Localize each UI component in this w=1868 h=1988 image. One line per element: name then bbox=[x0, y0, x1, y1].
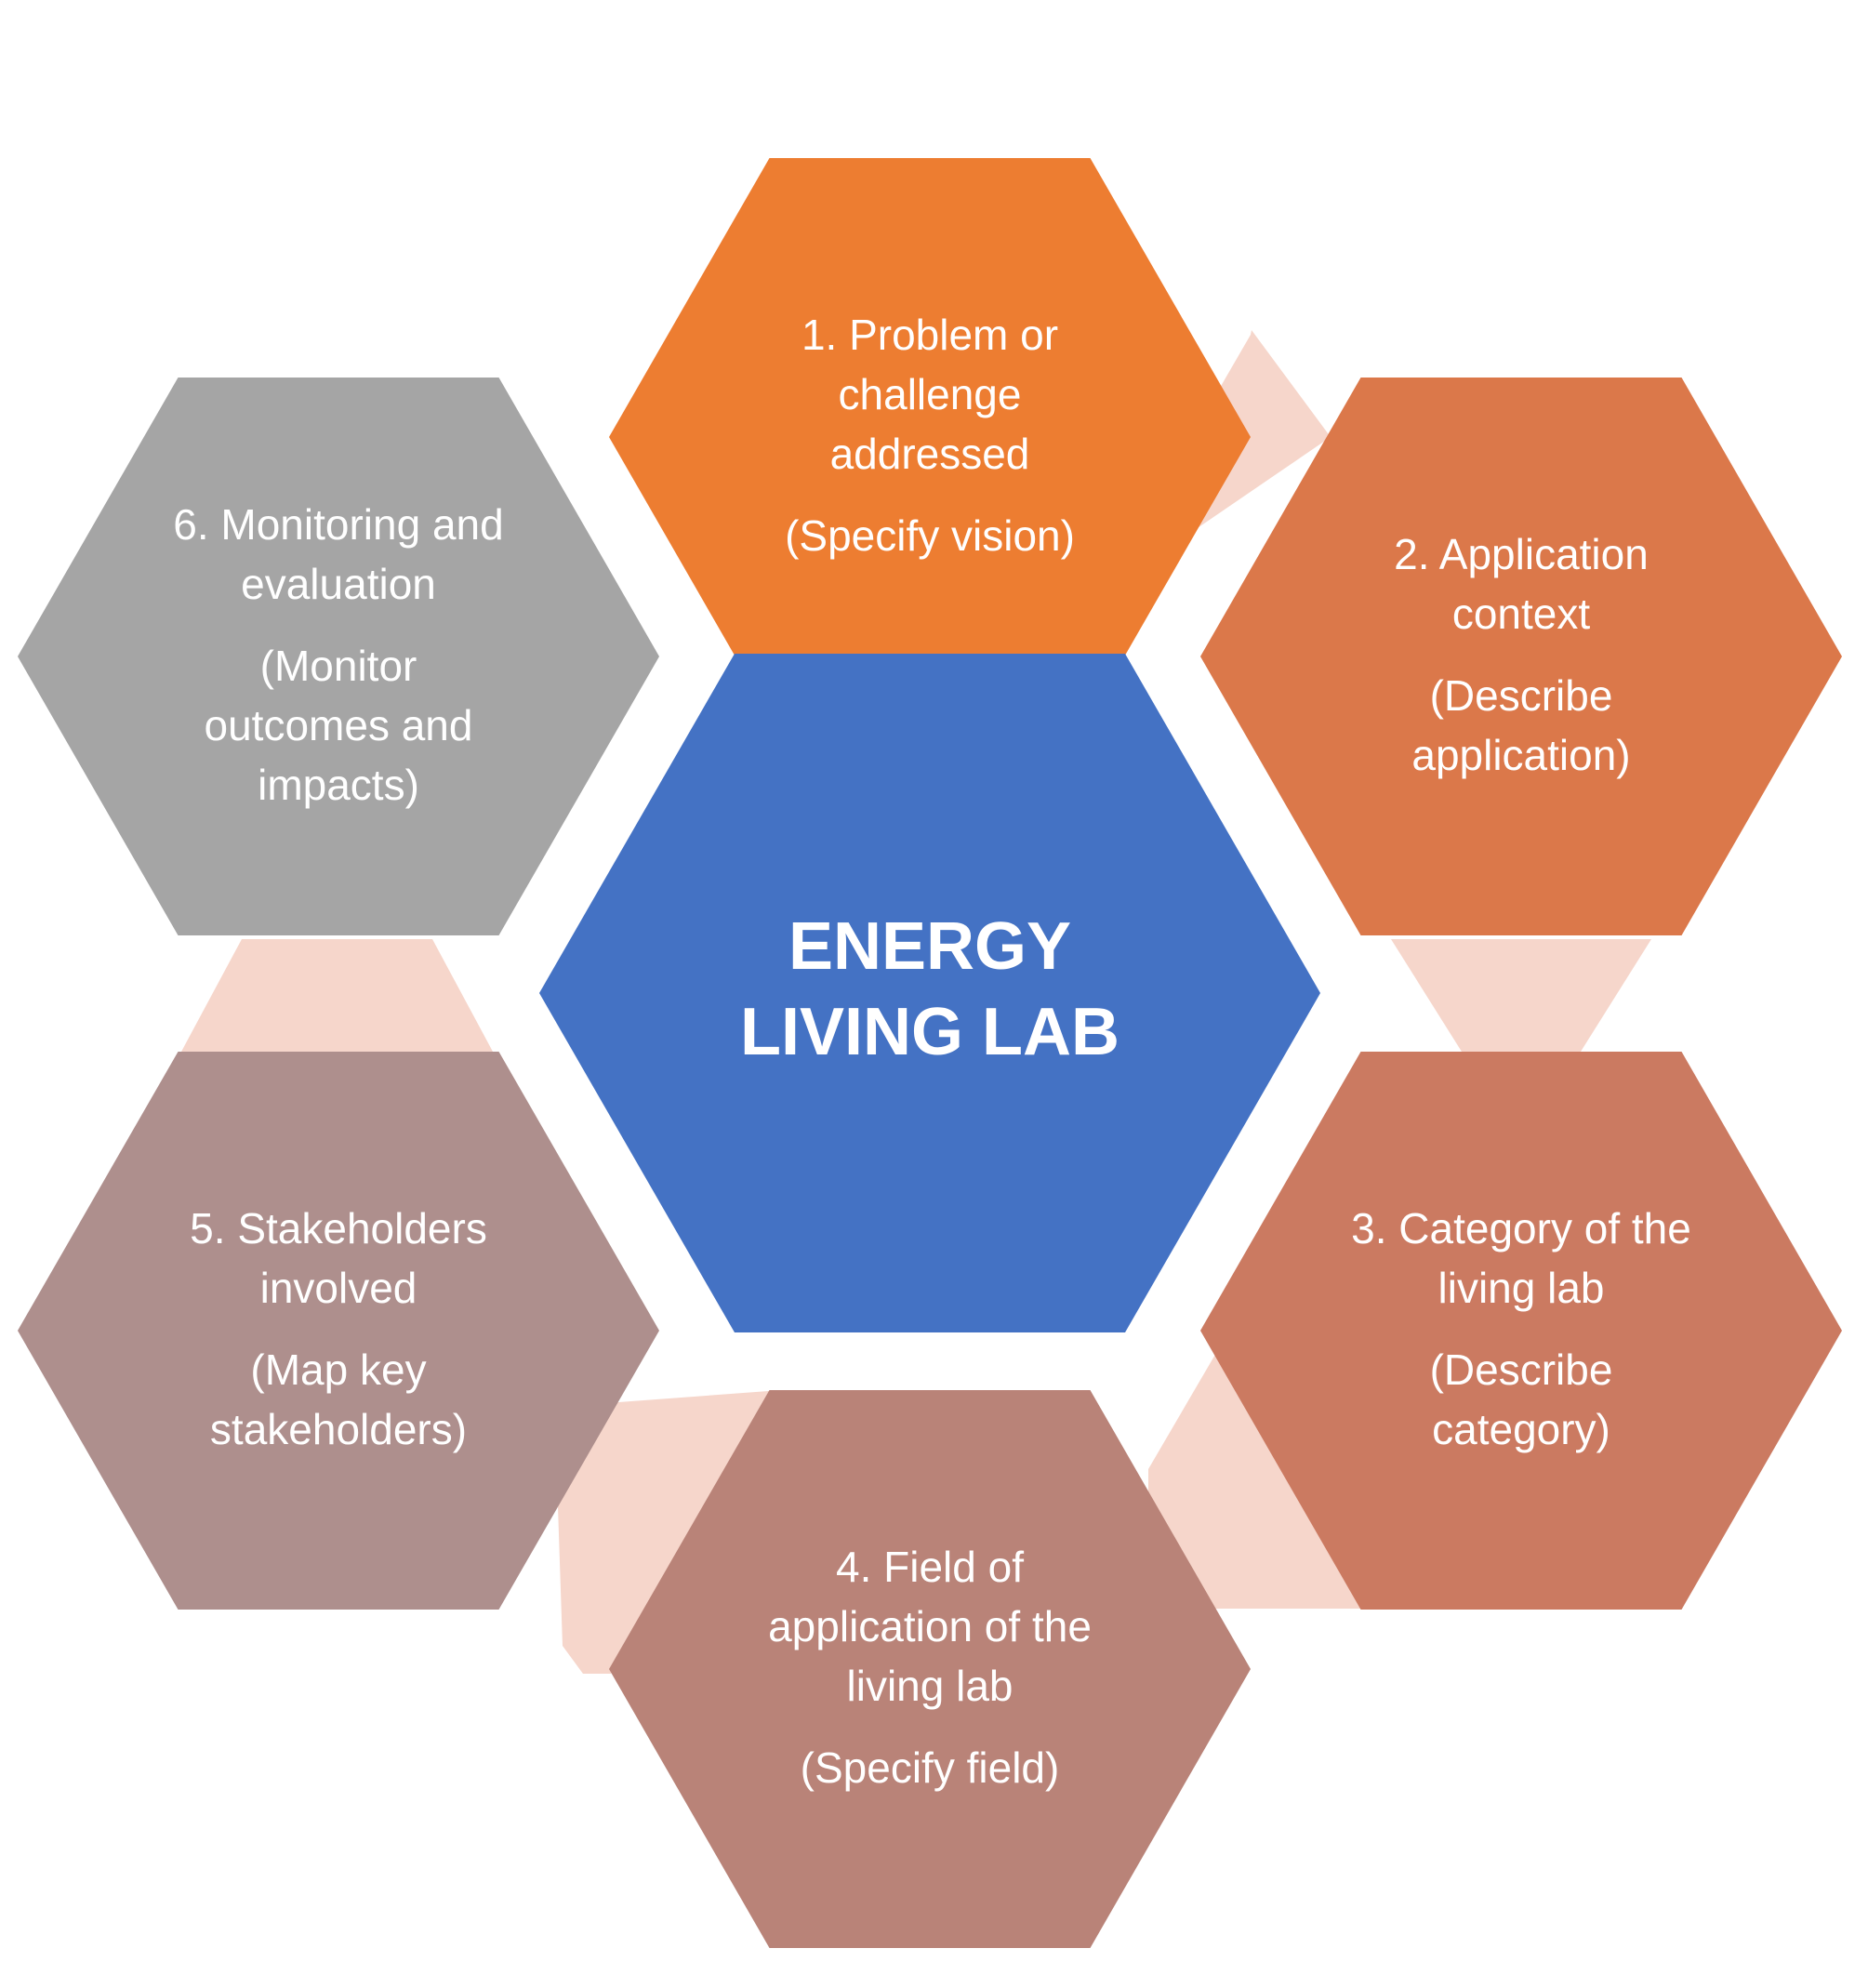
hexagon-category-shape bbox=[1200, 1052, 1842, 1610]
hexagon-monitoring-subtitle-line: outcomes and bbox=[205, 701, 473, 749]
hexagon-monitoring-subtitle-line: impacts) bbox=[258, 761, 419, 809]
hexagon-stakeholders-subtitle-line: (Map key bbox=[250, 1345, 426, 1394]
hexagon-monitoring-shape bbox=[18, 378, 659, 935]
hexagon-problem-shape bbox=[609, 158, 1251, 716]
hexagon-monitoring-subtitle-line: (Monitor bbox=[260, 642, 417, 690]
hexagon-problem-title-line: addressed bbox=[830, 430, 1030, 478]
hexagon-field-title-line: 4. Field of bbox=[836, 1543, 1024, 1591]
hexagon-problem: 1. Problem or challenge addressed (Specify … bbox=[609, 158, 1251, 716]
connector-2 bbox=[1391, 939, 1651, 1052]
connector-5 bbox=[181, 939, 493, 1052]
hexagon-monitoring: 6. Monitoring and evaluation (Monitor outco… bbox=[18, 378, 659, 935]
hexagon-category: 3. Category of the living lab (Describe cat… bbox=[1200, 1052, 1842, 1610]
hexagon-stakeholders-title-line: 5. Stakeholders bbox=[190, 1204, 487, 1252]
hexagon-stakeholders: 5. Stakeholders involved (Map key stakehold… bbox=[18, 1052, 659, 1610]
hexagon-monitoring-title-line: evaluation bbox=[241, 560, 436, 608]
hexagon-problem-subtitle-line: (Specify vision) bbox=[785, 511, 1075, 560]
center-title-line: ENERGY bbox=[788, 909, 1071, 984]
hexagons: 1. Problem or challenge addressed (Specify … bbox=[18, 158, 1842, 1948]
hexagon-application-context-subtitle-line: (Describe bbox=[1430, 671, 1613, 720]
hexagon-category-title-line: living lab bbox=[1438, 1264, 1605, 1312]
hexagon-stakeholders-title-line: involved bbox=[260, 1264, 417, 1312]
hexagon-field: 4. Field of application of the living lab (… bbox=[609, 1390, 1251, 1948]
hexagon-category-title-line: 3. Category of the bbox=[1351, 1204, 1691, 1252]
center-hexagon: ENERGY LIVING LAB bbox=[539, 654, 1320, 1332]
center-title-line: LIVING LAB bbox=[740, 995, 1119, 1069]
hexagon-monitoring-title-line: 6. Monitoring and bbox=[173, 500, 503, 549]
connector-4 bbox=[558, 1390, 781, 1674]
hexagon-category-subtitle-line: category) bbox=[1432, 1405, 1610, 1453]
hexagon-stakeholders-shape bbox=[18, 1052, 659, 1610]
hexagon-application-context-title-line: context bbox=[1452, 590, 1591, 638]
hexagon-stakeholders-subtitle-line: stakeholders) bbox=[210, 1405, 467, 1453]
hexagon-application-context-shape bbox=[1200, 378, 1842, 935]
hexagon-field-subtitle-line: (Specify field) bbox=[801, 1743, 1060, 1792]
hexagon-problem-title-line: 1. Problem or bbox=[802, 311, 1058, 359]
hexagon-application-context-subtitle-line: application) bbox=[1411, 731, 1630, 779]
hexagon-field-title-line: application of the bbox=[768, 1602, 1092, 1650]
center-hexagon-shape bbox=[539, 654, 1320, 1332]
hexagon-problem-title-line: challenge bbox=[839, 370, 1022, 418]
hexagon-field-title-line: living lab bbox=[847, 1662, 1013, 1710]
hexagon-application-context: 2. Application context (Describe applicatio… bbox=[1200, 378, 1842, 935]
hexagon-field-shape bbox=[609, 1390, 1251, 1948]
hexagon-application-context-title-line: 2. Application bbox=[1394, 530, 1649, 578]
hexagon-category-subtitle-line: (Describe bbox=[1430, 1345, 1613, 1394]
